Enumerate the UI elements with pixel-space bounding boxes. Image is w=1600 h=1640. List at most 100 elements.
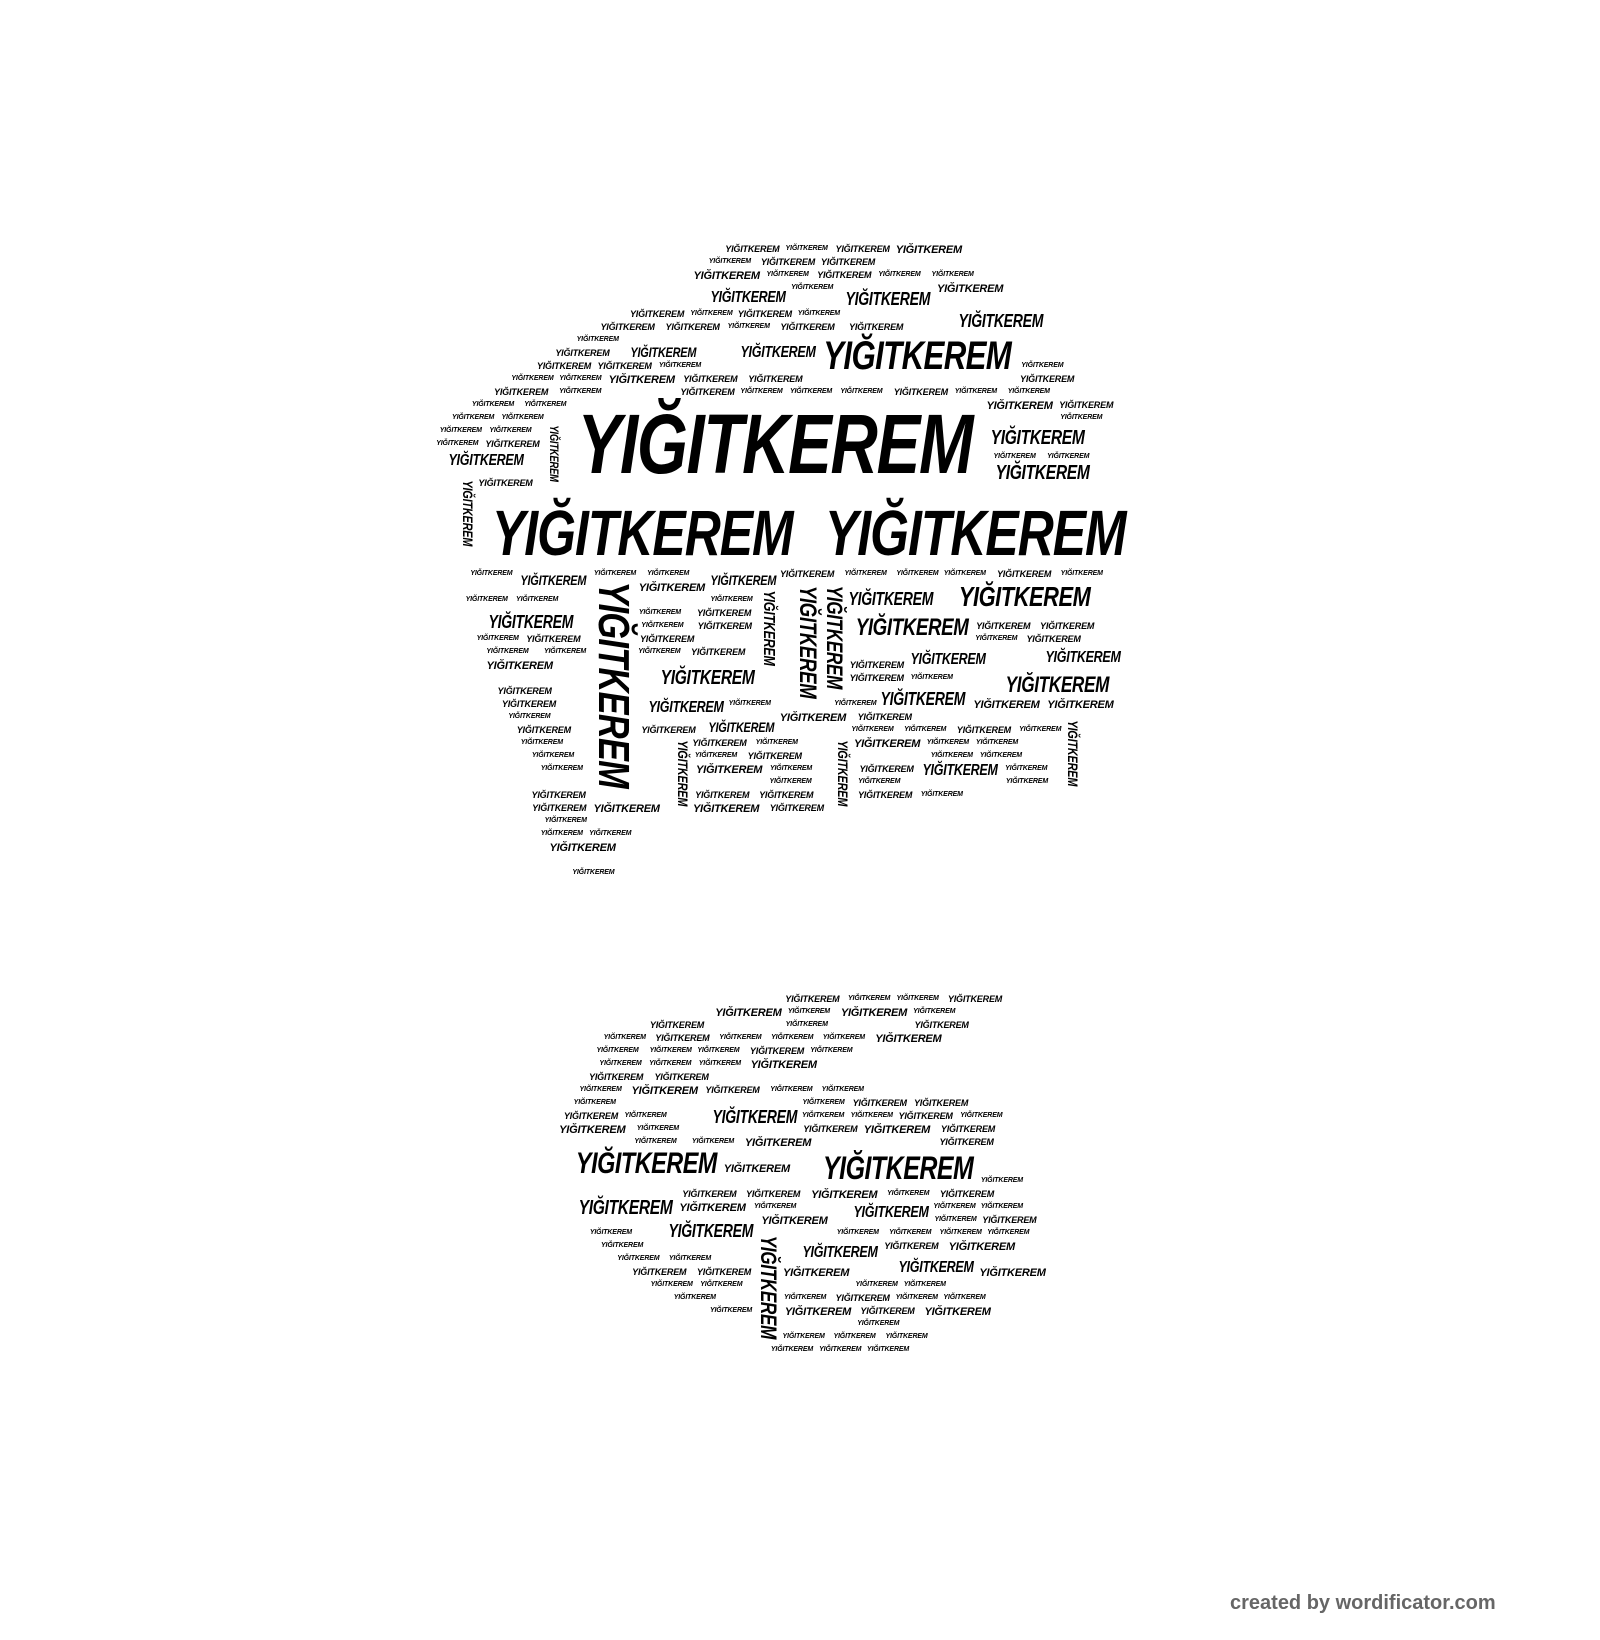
word-cloud-word: YIĞITKEREM (851, 726, 894, 733)
word-cloud-word-large: YIĞITKEREM (660, 667, 755, 689)
word-cloud-word: YIĞITKEREM (1040, 621, 1095, 631)
word-cloud-word: YIĞITKEREM (536, 361, 592, 371)
word-cloud-word: YIĞITKEREM (844, 570, 887, 577)
word-cloud-word: YIĞITKEREM (465, 596, 508, 603)
word-cloud-word-large: YIĞITKEREM (488, 612, 574, 632)
word-cloud-word: YIĞITKEREM (802, 1099, 845, 1106)
word-cloud-word-large: YIĞITKEREM (853, 1204, 929, 1221)
word-cloud-word: YIĞITKEREM (692, 803, 760, 815)
word-cloud-word: YIĞITKEREM (860, 1306, 915, 1316)
word-cloud-word: YIĞITKEREM (636, 1125, 679, 1132)
word-cloud-word: YIĞITKEREM (532, 803, 587, 813)
word-cloud-word: YIĞITKEREM (785, 1021, 828, 1028)
word-cloud-word: YIĞITKEREM (1005, 765, 1048, 772)
word-cloud-word: YIĞITKEREM (987, 1229, 1030, 1236)
word-cloud-word: YIĞITKEREM (494, 387, 549, 397)
word-cloud-word: YIĞITKEREM (850, 1112, 893, 1119)
word-cloud-word: YIĞITKEREM (624, 1112, 667, 1119)
word-cloud-word: YIĞITKEREM (887, 1190, 930, 1197)
word-cloud-word: YIĞITKEREM (884, 1241, 939, 1251)
word-cloud-word-large: YIĞITKEREM (958, 311, 1044, 331)
word-cloud-word: YIĞITKEREM (979, 752, 1022, 759)
word-cloud-word: YIĞITKEREM (920, 791, 963, 798)
word-cloud-word: YIĞITKEREM (771, 1034, 814, 1041)
word-cloud-word: YIĞITKEREM (486, 648, 529, 655)
word-cloud-word: YIĞITKEREM (769, 778, 812, 785)
word-cloud-word: YIĞITKEREM (589, 1229, 632, 1236)
word-cloud-word-large: YIĞITKEREM (710, 289, 786, 306)
word-cloud-word-large: YIĞITKEREM (822, 585, 847, 690)
word-cloud-word: YIĞITKEREM (859, 764, 914, 774)
word-cloud-word: YIĞITKEREM (693, 270, 760, 282)
word-cloud-word: YIĞITKEREM (698, 1060, 741, 1067)
word-cloud-word: YIĞITKEREM (1059, 400, 1114, 410)
word-cloud-word-large: YIĞITKEREM (922, 762, 998, 779)
word-cloud-word-large: YIĞITKEREM (880, 689, 966, 709)
word-cloud-word: YIĞITKEREM (760, 257, 816, 267)
word-cloud-word-large: YIĞITKEREM (648, 699, 724, 716)
word-cloud-word: YIĞITKEREM (956, 725, 1011, 735)
word-cloud-word: YIĞITKEREM (934, 1216, 977, 1223)
word-cloud-word: YIĞITKEREM (478, 478, 533, 488)
word-cloud-word: YIĞITKEREM (943, 1294, 986, 1301)
word-cloud-word: YIĞITKEREM (895, 244, 962, 256)
word-cloud-word: YIĞITKEREM (779, 712, 847, 724)
word-cloud-word: YIĞITKEREM (913, 1008, 956, 1015)
word-cloud-word-large: YIĞITKEREM (578, 1197, 673, 1219)
word-cloud-word: YIĞITKEREM (489, 427, 532, 434)
word-cloud-word: YIĞITKEREM (634, 1138, 677, 1145)
word-cloud-word: YIĞITKEREM (559, 375, 602, 382)
word-cloud-word: YIĞITKEREM (836, 1229, 879, 1236)
word-cloud-word: YIĞITKEREM (761, 1215, 828, 1227)
word-cloud-word: YIĞITKEREM (559, 1124, 626, 1136)
word-cloud-word: YIĞITKEREM (589, 1072, 644, 1082)
word-cloud-word: YIĞITKEREM (913, 1098, 969, 1108)
word-cloud-word: YIĞITKEREM (715, 1007, 782, 1019)
word-cloud-word: YIĞITKEREM (531, 752, 575, 759)
word-cloud-word: YIĞITKEREM (747, 751, 802, 761)
word-cloud-word: YIĞITKEREM (858, 778, 901, 785)
word-cloud-word: YIĞITKEREM (822, 1034, 865, 1041)
word-cloud-word: YIĞITKEREM (540, 830, 583, 837)
word-cloud-word: YIĞITKEREM (840, 1007, 908, 1019)
word-cloud-word: YIĞITKEREM (638, 609, 681, 616)
word-cloud-word: YIĞITKEREM (748, 374, 803, 384)
word-cloud-word: YIĞITKEREM (924, 1306, 991, 1318)
word-cloud-word-large: YIĞITKEREM (824, 497, 1127, 569)
word-cloud-word: YIĞITKEREM (1060, 414, 1103, 421)
word-cloud-word: YIĞITKEREM (853, 738, 921, 750)
word-cloud-word: YIĞITKEREM (986, 400, 1053, 412)
word-cloud-word: YIĞITKEREM (572, 869, 615, 876)
word-cloud-word: YIĞITKEREM (878, 271, 921, 278)
word-cloud-word: YIĞITKEREM (895, 1294, 938, 1301)
word-cloud-word: YIĞITKEREM (705, 1085, 760, 1095)
word-cloud-word-large: YIĞITKEREM (756, 1235, 781, 1340)
watermark: created by wordificator.com (1230, 1592, 1496, 1614)
word-cloud-word: YIĞITKEREM (485, 439, 540, 449)
word-cloud-word-large: YIĞITKEREM (708, 719, 775, 735)
word-cloud-word: YIĞITKEREM (501, 699, 557, 709)
word-cloud-word: YIĞITKEREM (960, 1112, 1003, 1119)
word-cloud-word: YIĞITKEREM (516, 596, 559, 603)
word-cloud-word: YIĞITKEREM (439, 427, 482, 434)
word-cloud-word: YIĞITKEREM (820, 257, 876, 267)
word-cloud-word: YIĞITKEREM (740, 388, 783, 395)
word-cloud-word: YIĞITKEREM (848, 995, 891, 1002)
word-cloud-word: YIĞITKEREM (979, 1267, 1046, 1279)
word-cloud-word: YIĞITKEREM (821, 1086, 864, 1093)
word-cloud-word: YIĞITKEREM (817, 270, 872, 280)
word-cloud-word: YIĞITKEREM (737, 309, 792, 319)
word-cloud-word: YIĞITKEREM (787, 1008, 830, 1015)
word-cloud-word: YIĞITKEREM (754, 1203, 797, 1210)
word-cloud-word: YIĞITKEREM (750, 1059, 817, 1071)
word-cloud-word: YIĞITKEREM (903, 1281, 946, 1288)
word-cloud-word: YIĞITKEREM (980, 1177, 1024, 1184)
word-cloud-word: YIĞITKEREM (1021, 362, 1064, 369)
word-cloud-word: YIĞITKEREM (1005, 778, 1049, 785)
word-cloud-word: YIĞITKEREM (780, 322, 835, 332)
word-cloud-word: YIĞITKEREM (658, 362, 702, 369)
word-cloud-word: YIĞITKEREM (603, 1034, 646, 1041)
word-cloud-word-large: YIĞITKEREM (760, 590, 777, 666)
word-cloud-word: YIĞITKEREM (930, 752, 973, 759)
